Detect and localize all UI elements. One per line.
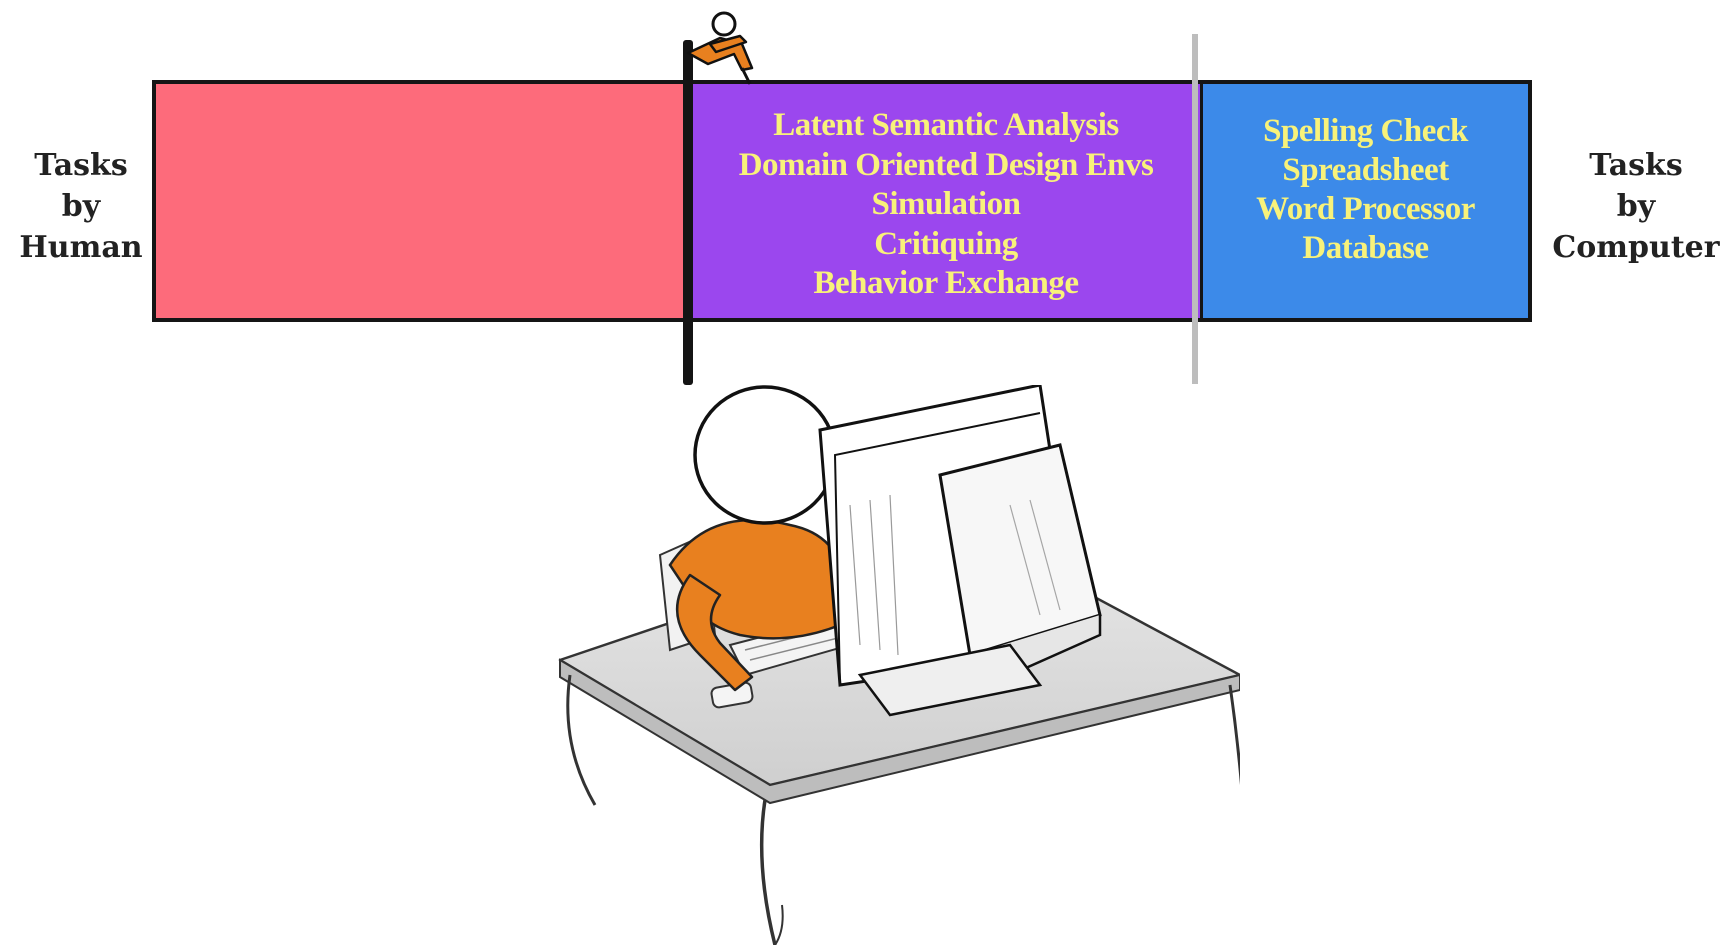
computer-task-item: Database xyxy=(1203,229,1528,268)
pushing-person-icon xyxy=(680,8,790,86)
tasks-by-computer-label: Tasks by Computer xyxy=(1546,145,1726,268)
left-label-line: Tasks xyxy=(10,145,152,186)
shared-task-item: Simulation xyxy=(692,185,1200,225)
shared-task-item: Latent Semantic Analysis xyxy=(692,106,1200,146)
shared-tasks-segment: Latent Semantic Analysis Domain Oriented… xyxy=(692,84,1203,318)
person-head xyxy=(695,387,835,523)
tasks-by-human-label: Tasks by Human xyxy=(10,145,152,268)
boundary-marker-pole[interactable] xyxy=(683,40,693,385)
computer-task-list: Spelling Check Spreadsheet Word Processo… xyxy=(1203,112,1528,268)
segment-divider-line xyxy=(1192,34,1198,384)
person-at-computer-illustration xyxy=(540,385,1240,945)
right-label-line: by xyxy=(1546,186,1726,227)
desk-leg xyxy=(1230,685,1240,830)
computer-task-item: Word Processor xyxy=(1203,190,1528,229)
desk-leg xyxy=(762,800,775,945)
shared-task-item: Critiquing xyxy=(692,225,1200,265)
left-label-line: by xyxy=(10,186,152,227)
shared-task-list: Latent Semantic Analysis Domain Oriented… xyxy=(692,106,1200,304)
right-label-line: Tasks xyxy=(1546,145,1726,186)
shared-task-item: Behavior Exchange xyxy=(692,264,1200,304)
task-spectrum-bar: Latent Semantic Analysis Domain Oriented… xyxy=(152,80,1532,322)
human-tasks-segment xyxy=(156,84,692,318)
shared-task-item: Domain Oriented Design Envs xyxy=(692,146,1200,186)
computer-tasks-segment: Spelling Check Spreadsheet Word Processo… xyxy=(1203,84,1528,318)
computer-task-item: Spelling Check xyxy=(1203,112,1528,151)
computer-task-item: Spreadsheet xyxy=(1203,151,1528,190)
right-label-line: Computer xyxy=(1546,227,1726,268)
left-label-line: Human xyxy=(10,227,152,268)
